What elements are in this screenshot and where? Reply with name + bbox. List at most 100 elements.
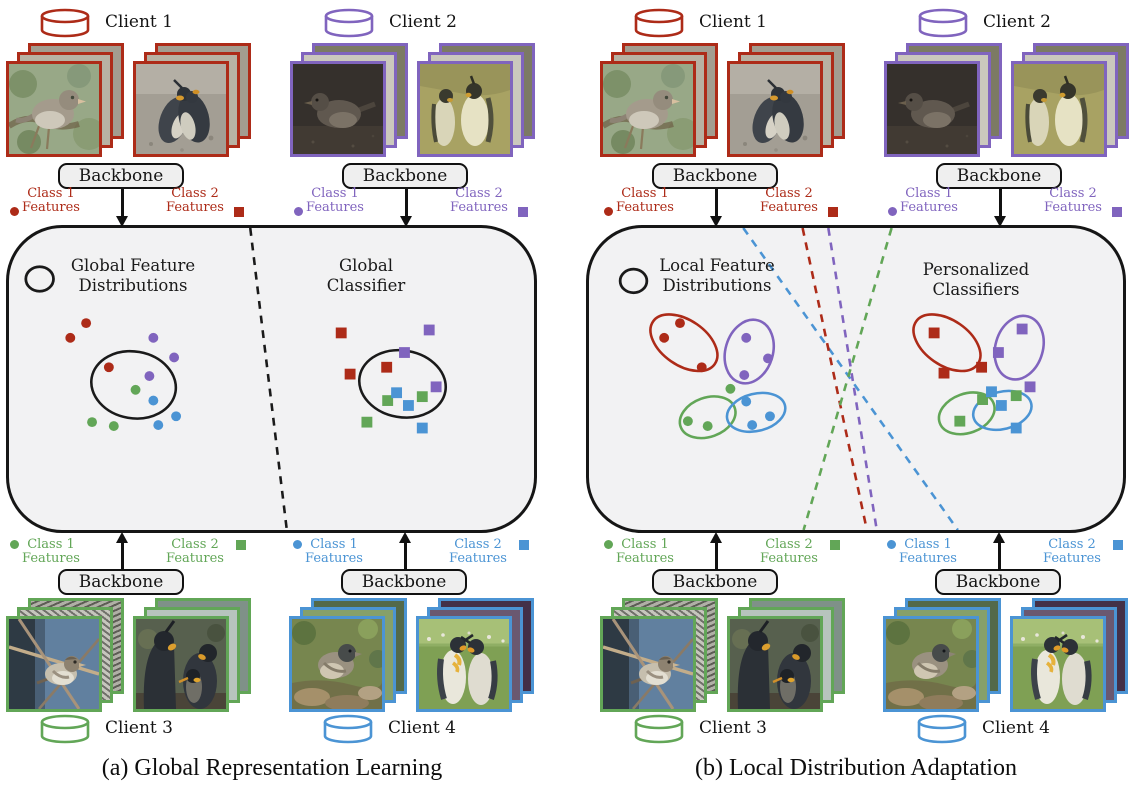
database-icon [322,714,374,744]
bird-image [887,64,977,154]
green-class1-feature-dot [725,383,736,394]
client-name: Client 1 [105,12,173,32]
backbone-box: Backbone [58,569,184,595]
black-decision-boundary [248,228,289,530]
red-class2-feature-square [335,327,347,339]
class2-square-marker [518,207,528,217]
red-class2-feature-square [344,368,356,380]
down-arrow [116,188,128,227]
class1-dot-marker [604,207,613,216]
database-icon [917,8,969,38]
blue-class1-feature-dot [171,411,182,422]
purple-class2-feature-square [1016,323,1028,335]
up-arrow [399,532,411,571]
red-class1-feature-dot [81,318,92,329]
black-distribution-ellipse [90,349,178,420]
red-class1-feature-dot [65,332,76,343]
feature-distributions-line2: Distributions [662,275,772,295]
penguin-image [1014,64,1104,154]
green-class1-feature-dot [130,384,141,395]
red-decision-boundary [801,228,869,530]
class2-square-marker [519,540,529,550]
up-arrow [116,532,128,571]
penguin-image [1013,619,1103,709]
class2-square-marker [1113,540,1123,550]
database-icon [39,8,91,38]
red-class1-feature-dot [696,362,707,373]
penguin-image [730,64,820,154]
classifier-line1: Personalized [922,260,1030,279]
feature-distributions-line1: Local Feature [659,256,775,275]
down-arrow [400,188,412,227]
class2-square-marker [828,207,838,217]
class1-image-stack [884,43,1002,158]
purple-class2-feature-square [992,347,1004,358]
green-distribution-ellipse [937,391,996,436]
feature-space-scene-b [618,228,1045,530]
purple-decision-boundary [827,228,879,530]
red-class2-feature-square [976,361,988,373]
blue-class1-feature-dot [765,411,775,422]
class2-image-stack [727,43,845,158]
blue-class1-feature-dot [741,396,752,407]
database-icon [633,714,685,744]
bird-image [9,619,99,709]
green-class2-feature-square [1010,390,1022,402]
class1-dot-marker [604,540,613,549]
feature-distributions-line1: Global Feature [70,256,196,275]
blue-distribution-ellipse [725,391,787,434]
database-icon [323,8,375,38]
blue-distribution-ellipse [971,389,1033,432]
purple-class1-feature-dot [763,353,773,364]
blue-class2-feature-square [995,400,1007,411]
penguin-image [730,619,820,709]
bird-image [603,619,693,709]
purple-distribution-ellipse [993,314,1045,381]
client-name: Client 3 [105,718,173,738]
client-name: Client 2 [983,12,1051,32]
blue-class1-feature-dot [148,395,159,406]
green-class1-feature-dot [702,421,713,431]
class2-image-stack [133,598,251,713]
red-class2-feature-square [928,327,940,339]
class1-dot-marker [888,207,897,216]
classifier-line2: Classifiers [932,279,1020,299]
class2-image-stack [133,43,251,158]
backbone-box: Backbone [652,163,778,189]
blue-class2-feature-square [402,400,414,411]
green-class2-feature-square [954,415,966,427]
client-name: Client 4 [982,718,1050,738]
class1-image-stack [600,598,718,713]
penguin-image [420,64,510,154]
green-class2-feature-square [382,395,394,406]
green-class1-feature-dot [682,416,693,427]
backbone-box: Backbone [652,569,778,595]
blue-decision-boundary [742,228,959,530]
class2-square-marker [236,540,246,550]
purple-class1-feature-dot [148,332,159,343]
class2-image-stack [727,598,845,713]
client-name: Client 4 [388,718,456,738]
backbone-box: Backbone [936,163,1062,189]
class1-dot-marker [294,207,303,216]
purple-class2-feature-square [423,324,435,336]
bird-image [293,64,383,154]
